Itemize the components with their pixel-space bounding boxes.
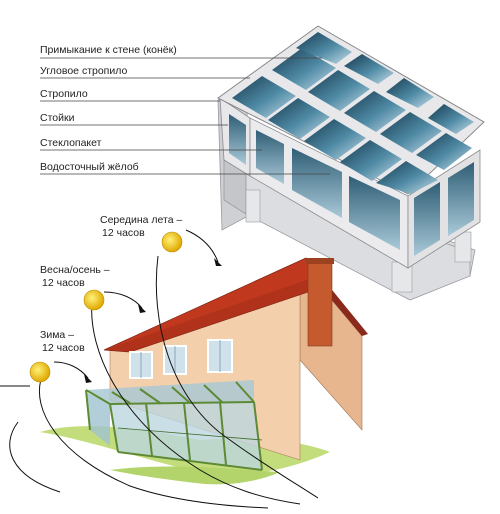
- label-ridge: Примыкание к стене (конёк): [40, 44, 177, 56]
- sun-ray-arcs: [0, 229, 319, 509]
- label-spring-autumn: Весна/осень – 12 часов: [40, 264, 110, 290]
- conservatory-structure: [217, 25, 485, 301]
- sun-ray-arrowheads: [84, 258, 222, 383]
- winter-sun-icon: [29, 361, 51, 383]
- house-scene: [40, 257, 368, 485]
- label-spring-autumn-time: 12 часов: [42, 277, 85, 289]
- sun-icons: [29, 231, 183, 383]
- label-gutter: Водосточный жёлоб: [40, 161, 139, 173]
- label-spring-autumn-season: Весна/осень –: [40, 264, 110, 276]
- label-winter-time: 12 часов: [42, 342, 85, 354]
- label-corner-rafter: Угловое стропило: [40, 65, 128, 77]
- label-glazing: Стеклопакет: [40, 137, 102, 149]
- summer-sun-icon: [161, 231, 183, 253]
- label-rafter: Стропило: [40, 88, 88, 100]
- label-summer: Середина лета – 12 часов: [100, 214, 182, 240]
- label-winter-season: Зима –: [40, 329, 75, 341]
- callout-leaders: [40, 57, 330, 175]
- label-winter: Зима – 12 часов: [40, 329, 85, 355]
- label-posts: Стойки: [40, 112, 75, 124]
- label-summer-time: 12 часов: [102, 227, 145, 239]
- label-summer-season: Середина лета –: [100, 214, 183, 226]
- spring-autumn-sun-icon: [83, 289, 105, 311]
